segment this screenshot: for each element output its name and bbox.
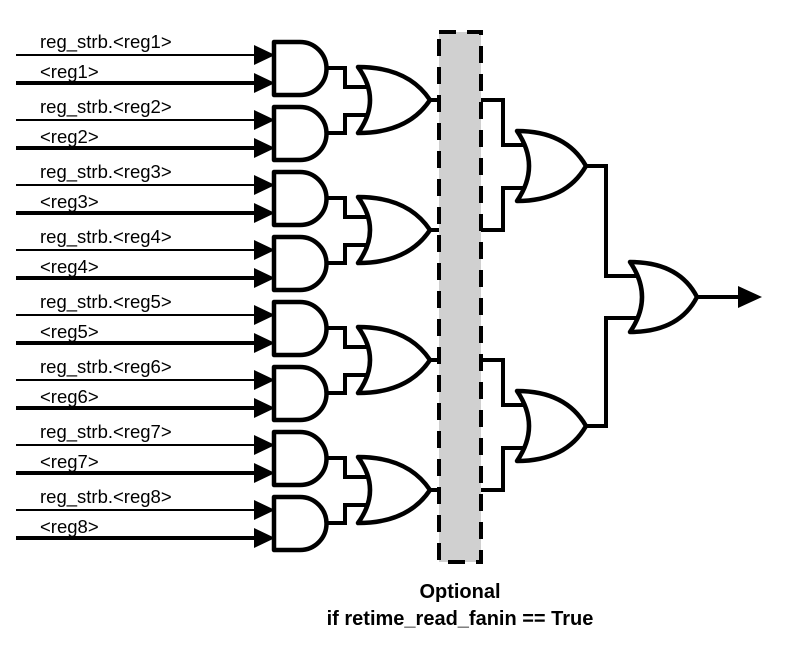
input-labels-group: reg_strb.<reg1> <reg1> reg_strb.<reg2> <… [40,31,172,537]
caption-line-2: if retime_read_fanin == True [327,608,594,630]
arrowhead-strobe-reg6 [254,370,275,390]
and-gate-reg7[interactable] [271,429,329,488]
wire-and3-to-or2-a [325,196,372,219]
label-strobe-reg7: reg_strb.<reg7> [40,421,172,443]
and-gate-reg5[interactable] [271,299,329,358]
or-gate-stage1-4[interactable] [355,454,433,526]
wire-reg4-to-or6-b [481,446,531,492]
label-strobe-reg8: reg_strb.<reg8> [40,486,172,508]
and-gate-reg3[interactable] [271,169,329,228]
arrowhead-data-reg8 [254,528,275,548]
wire-reg2-to-or5-b [481,186,531,232]
wire-reg1-to-or5-a [481,98,531,147]
label-strobe-reg4: reg_strb.<reg4> [40,226,172,248]
or-gate-stage1-1[interactable] [355,64,433,136]
wire-and1-to-or1-a [325,66,372,89]
and-gate-reg2[interactable] [271,104,329,163]
input-arrowheads-group [254,45,275,548]
wire-and8-to-or4-b [325,503,372,525]
arrowhead-data-reg1 [254,73,275,93]
arrowhead-data-reg6 [254,398,275,418]
retime-register-bar[interactable] [437,30,483,564]
caption-line-1: Optional [419,581,500,603]
caption-group: Optional if retime_read_fanin == True [327,581,594,630]
or-gates-stage1-group [355,64,433,526]
label-data-reg7: <reg7> [40,451,99,472]
wire-and5-to-or3-a [325,326,372,349]
and-gates-group [271,39,329,553]
or-gate-stage2-bottom[interactable] [514,388,589,464]
wire-and7-to-or4-a [325,456,372,479]
arrowhead-data-reg5 [254,333,275,353]
label-data-reg4: <reg4> [40,256,99,277]
arrowhead-data-reg4 [254,268,275,288]
and-gate-reg4[interactable] [271,234,329,293]
arrowhead-strobe-reg7 [254,435,275,455]
label-strobe-reg6: reg_strb.<reg6> [40,356,172,378]
wire-or5-to-final-a [584,164,644,278]
label-data-reg5: <reg5> [40,321,99,342]
or-gates-stage2-group [514,128,589,464]
label-strobe-reg5: reg_strb.<reg5> [40,291,172,313]
arrowhead-strobe-reg1 [254,45,275,65]
output-group [695,286,762,308]
arrowhead-strobe-reg4 [254,240,275,260]
input-wires-group [16,54,258,540]
wire-or6-to-final-b [584,316,644,428]
or-gate-output-final[interactable] [627,259,700,335]
wire-reg3-to-or6-a [481,358,531,407]
and-to-or1-wires-group [325,66,372,525]
label-data-reg3: <reg3> [40,191,99,212]
label-data-reg1: <reg1> [40,61,99,82]
arrowhead-strobe-reg5 [254,305,275,325]
arrowhead-strobe-reg2 [254,110,275,130]
arrowhead-strobe-reg8 [254,500,275,520]
wire-and6-to-or3-b [325,373,372,395]
arrowhead-data-reg3 [254,203,275,223]
arrowhead-data-reg7 [254,463,275,483]
wire-and2-to-or1-b [325,113,372,135]
or-gate-stage2-top[interactable] [514,128,589,204]
reg-to-or2-wires-group [481,98,531,492]
label-strobe-reg3: reg_strb.<reg3> [40,161,172,183]
label-data-reg6: <reg6> [40,386,99,407]
wire-and4-to-or2-b [325,243,372,265]
or-gate-stage1-3[interactable] [355,324,433,396]
label-data-reg8: <reg8> [40,516,99,537]
and-gate-reg6[interactable] [271,364,329,423]
label-strobe-reg1: reg_strb.<reg1> [40,31,172,53]
and-gate-reg8[interactable] [271,494,329,553]
and-gate-reg1[interactable] [271,39,329,98]
or2-to-final-wires-group [584,164,644,428]
label-data-reg2: <reg2> [40,126,99,147]
label-strobe-reg2: reg_strb.<reg2> [40,96,172,118]
or-gate-stage1-2[interactable] [355,194,433,266]
arrowhead-strobe-reg3 [254,175,275,195]
output-arrow-icon [738,286,762,308]
arrowhead-data-reg2 [254,138,275,158]
